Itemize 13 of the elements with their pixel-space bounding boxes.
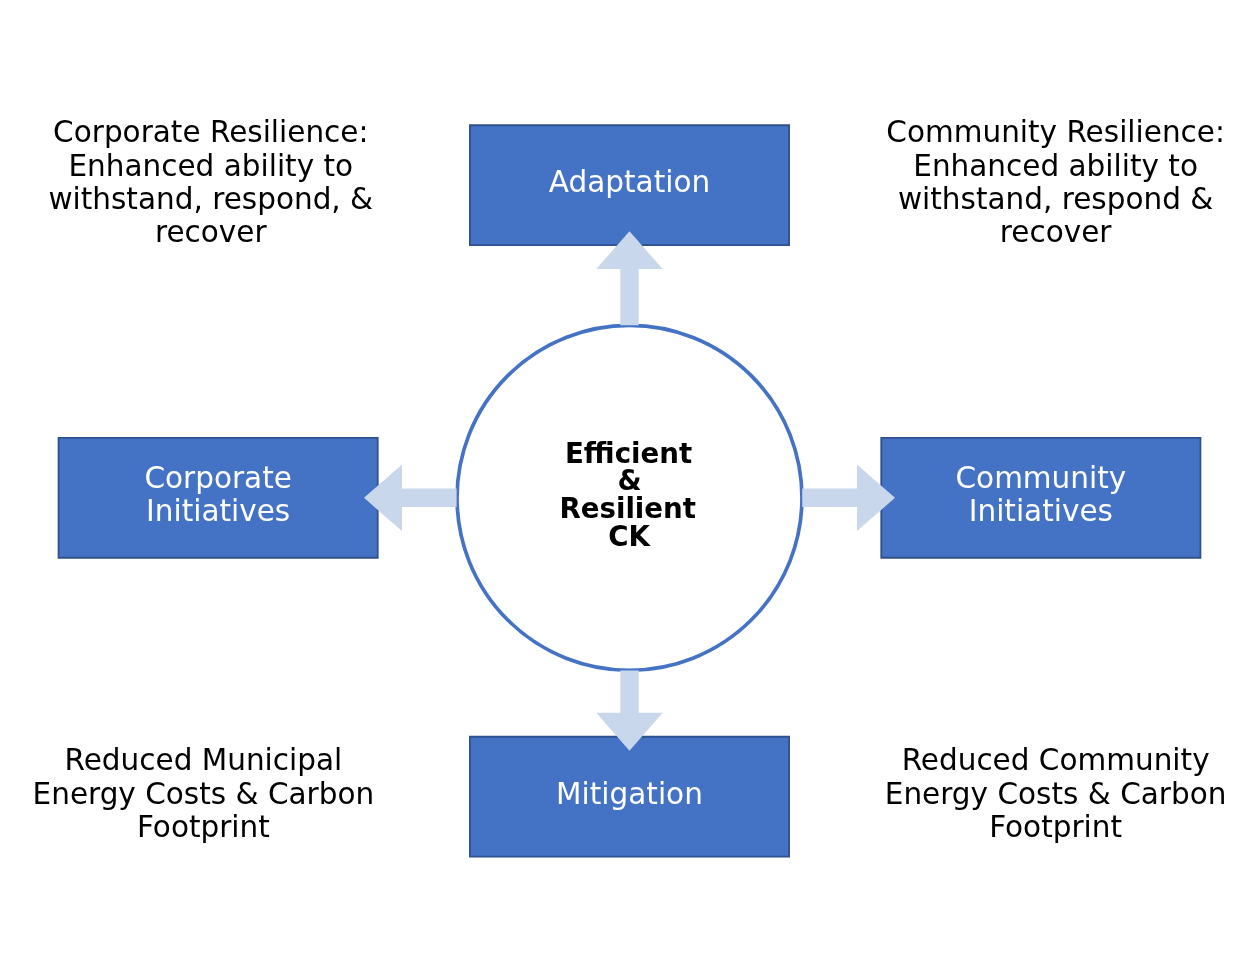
node-circle: Efficient & Resilient CK [455, 323, 804, 672]
node-box: Adaptation [469, 123, 790, 246]
label: Corporate Resilience: Enhanced ability to withstand, respond, & recover [48, 114, 374, 249]
label: Reduced Community Energy Costs & Carbon Footprint [884, 742, 1227, 844]
arrow [802, 464, 895, 531]
node-box: Mitigation [469, 735, 790, 858]
node-box: Community Initiatives [880, 436, 1202, 559]
arrow [364, 464, 457, 531]
node-box: Corporate Initiatives [57, 436, 379, 559]
label: Reduced Municipal Energy Costs & Carbon Footprint [32, 742, 375, 844]
arrow [596, 230, 663, 325]
label: Community Resilience: Enhanced ability to withstand, respond & recover [886, 114, 1225, 249]
arrow [596, 670, 663, 751]
